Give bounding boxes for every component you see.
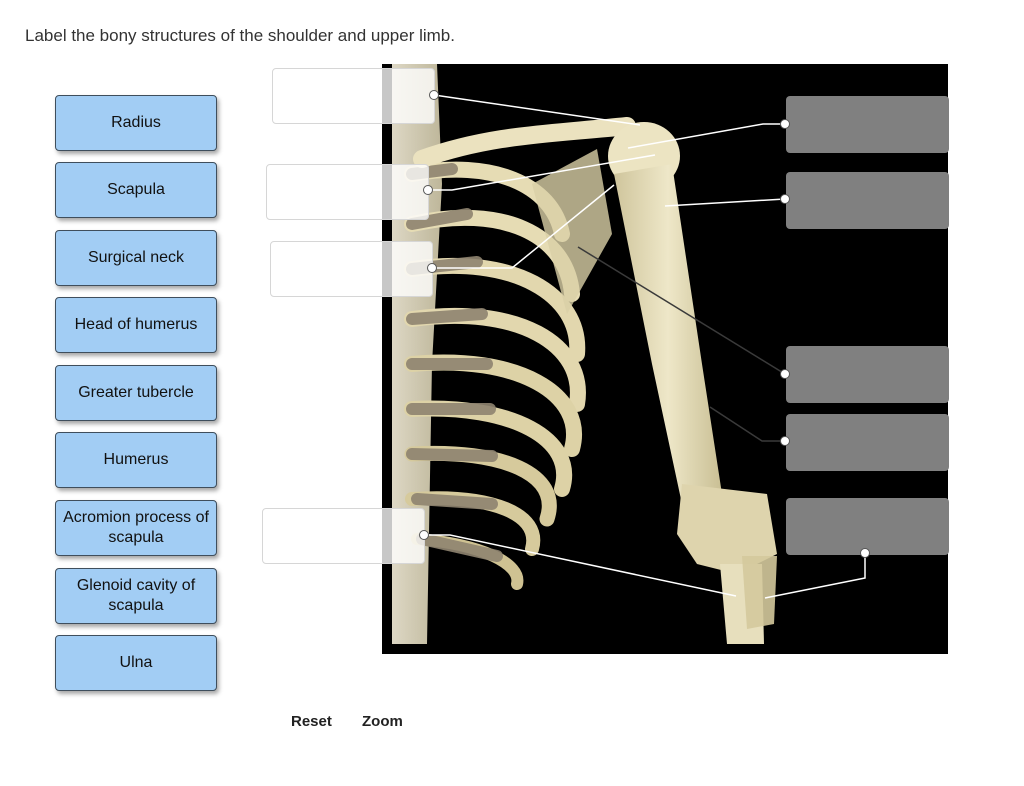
question-text: Label the bony structures of the shoulde… xyxy=(25,26,455,45)
drop-zone-7[interactable] xyxy=(786,346,949,403)
label-tile-humerus[interactable]: Humerus xyxy=(55,432,217,488)
drop-zone-6[interactable] xyxy=(786,172,949,229)
label-tile-surgical-neck[interactable]: Surgical neck xyxy=(55,230,217,286)
reset-button[interactable]: Reset xyxy=(291,713,332,730)
drop-zone-4[interactable] xyxy=(262,508,425,564)
label-tile-head-of-humerus[interactable]: Head of humerus xyxy=(55,297,217,353)
label-tile-acromion-process[interactable]: Acromion process of scapula xyxy=(55,500,217,556)
drop-zone-3[interactable] xyxy=(270,241,433,297)
drop-zone-8[interactable] xyxy=(786,414,949,471)
drop-zone-2[interactable] xyxy=(266,164,429,220)
label-tile-greater-tubercle[interactable]: Greater tubercle xyxy=(55,365,217,421)
label-tile-radius[interactable]: Radius xyxy=(55,95,217,151)
zoom-button[interactable]: Zoom xyxy=(362,713,403,730)
drop-zone-1[interactable] xyxy=(272,68,435,124)
label-tile-ulna[interactable]: Ulna xyxy=(55,635,217,691)
label-tile-scapula[interactable]: Scapula xyxy=(55,162,217,218)
drop-zone-5[interactable] xyxy=(786,96,949,153)
label-tile-glenoid-cavity[interactable]: Glenoid cavity of scapula xyxy=(55,568,217,624)
drop-zone-9[interactable] xyxy=(786,498,949,555)
